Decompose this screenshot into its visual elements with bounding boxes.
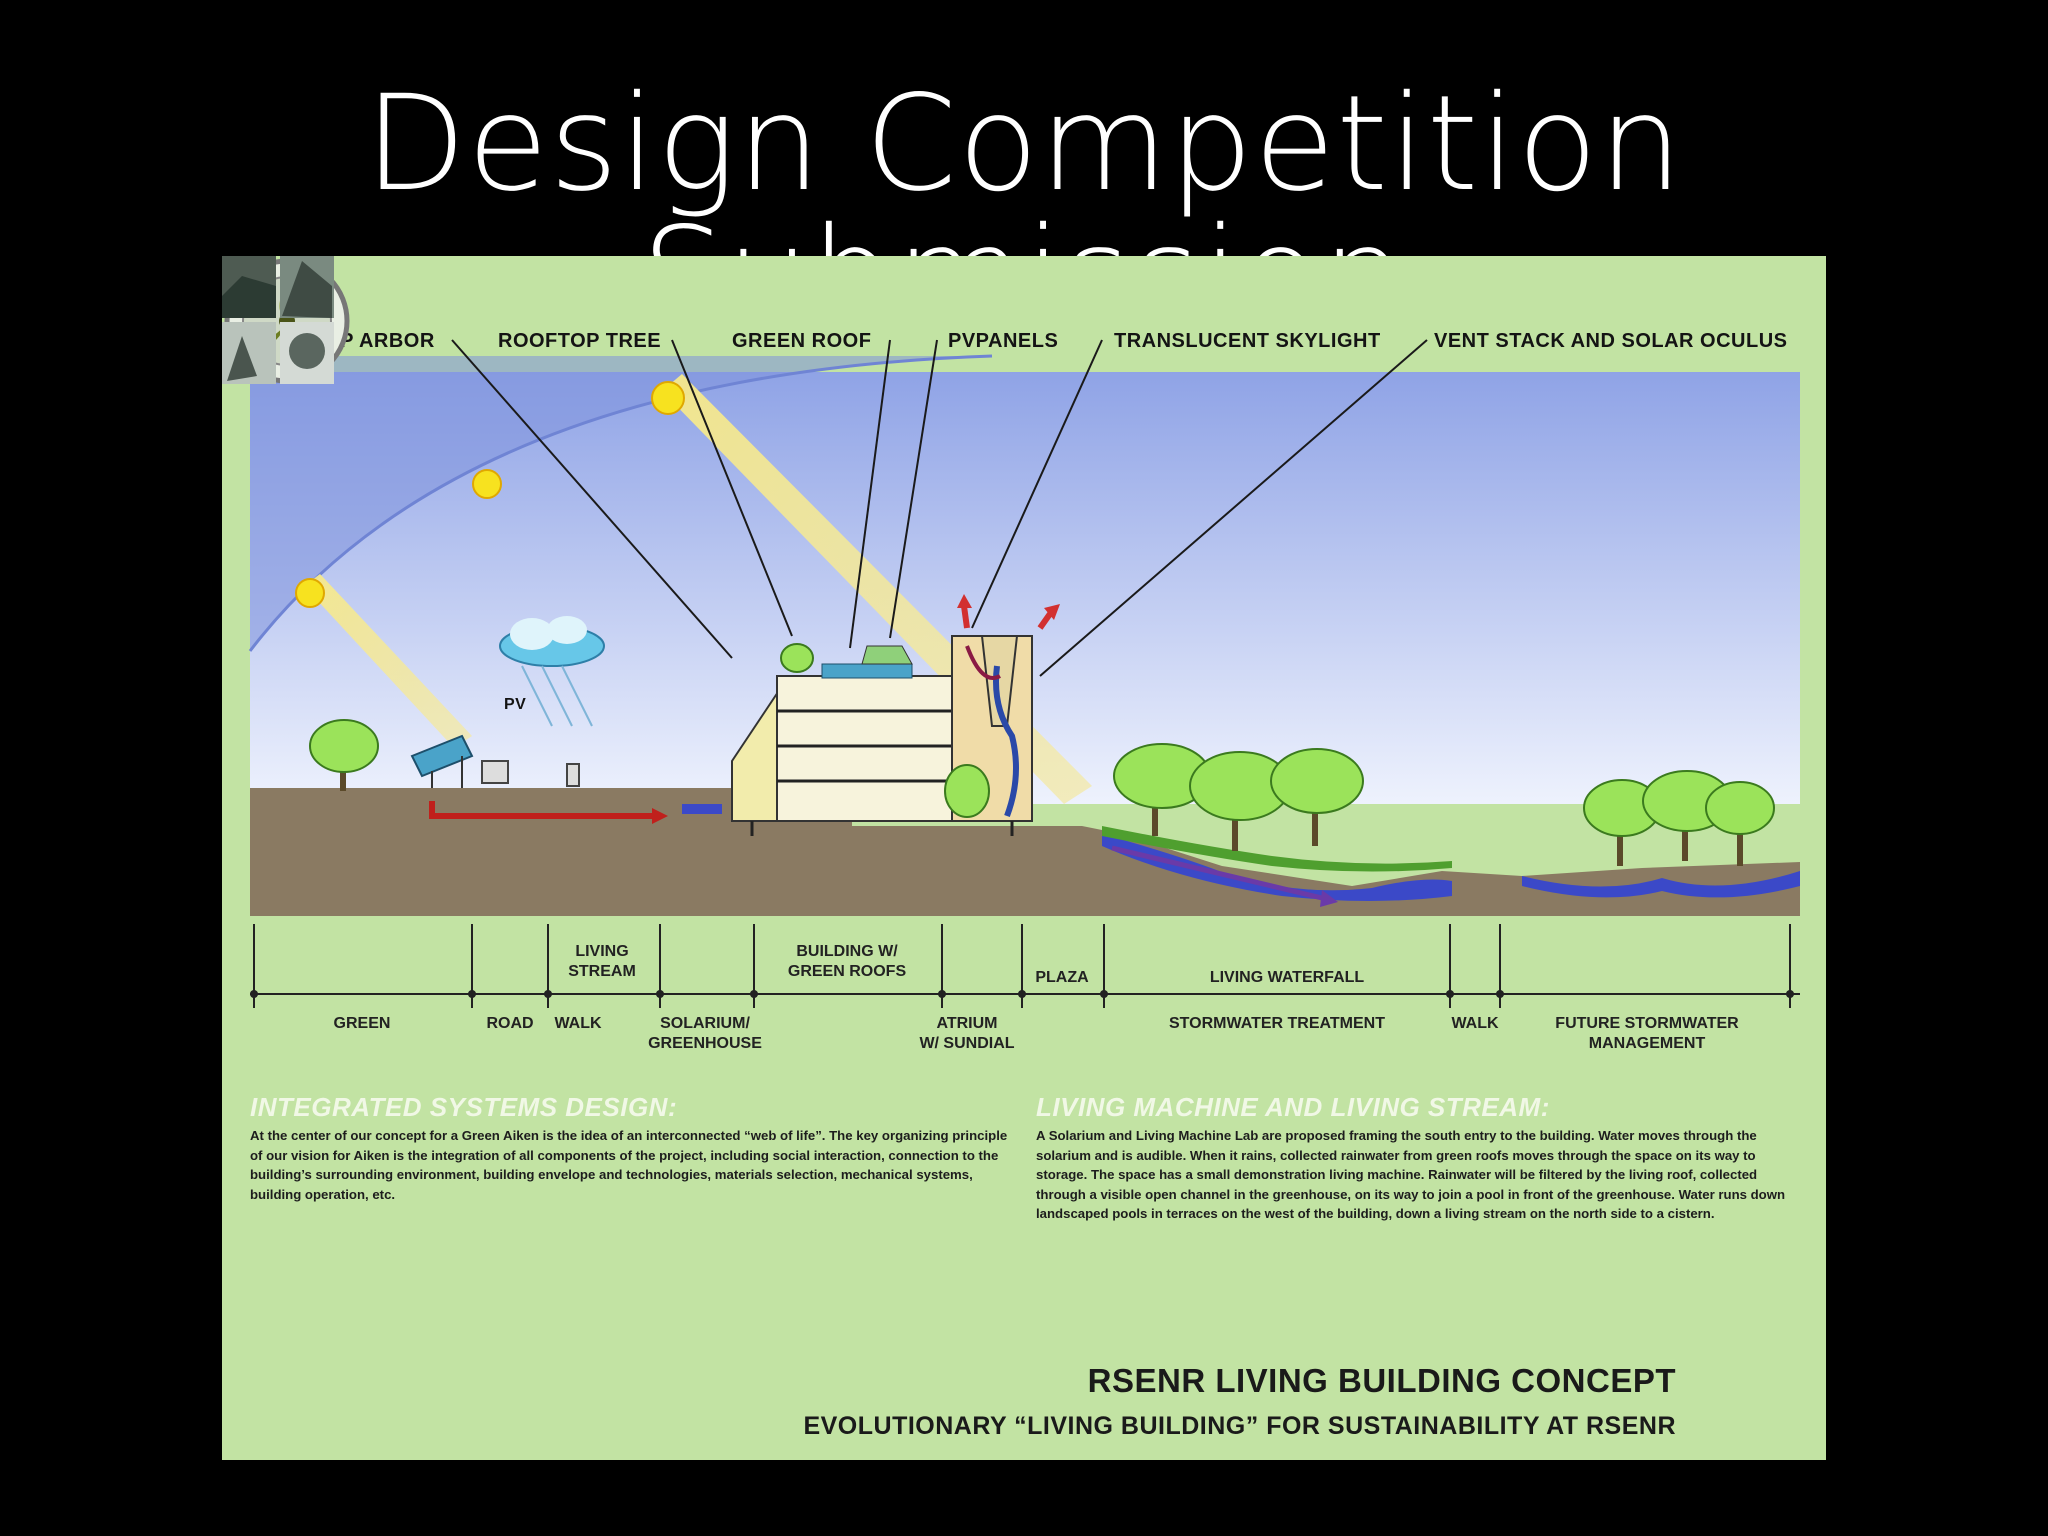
zone-living-waterfall: LIVING WATERFALL <box>1152 968 1422 988</box>
zone-plaza: PLAZA <box>1022 968 1102 988</box>
integrated-systems-body: At the center of our concept for a Green… <box>250 1126 1010 1204</box>
zone-road: ROAD <box>472 1014 548 1034</box>
road-structure <box>482 761 508 783</box>
footer-title: RSENR LIVING BUILDING CONCEPT <box>1088 1362 1676 1400</box>
zone-walk-2: WALK <box>1450 1014 1500 1034</box>
zone-building-green-roofs: BUILDING W/ GREEN ROOFS <box>762 942 932 982</box>
zone-living-stream: LIVING STREAM <box>552 942 652 982</box>
photo-collage <box>222 256 334 384</box>
sun <box>652 382 684 414</box>
callout-vent-stack: VENT STACK AND SOLAR OCULUS <box>1434 330 1788 353</box>
living-machine-heading: LIVING MACHINE AND LIVING STREAM: <box>1036 1092 1550 1123</box>
footer-subtitle: EVOLUTIONARY “LIVING BUILDING” FOR SUSTA… <box>803 1412 1676 1441</box>
callout-green-roof: GREEN ROOF <box>732 330 871 353</box>
zone-walk: WALK <box>548 1014 608 1034</box>
solarium-pool <box>682 804 722 814</box>
integrated-systems-heading: INTEGRATED SYSTEMS DESIGN: <box>250 1092 677 1123</box>
tree-group-stormwater <box>1114 744 1363 851</box>
tree-group-future <box>1584 771 1774 866</box>
callout-rooftop-tree: ROOFTOP TREE <box>498 330 661 353</box>
callout-translucent-skylight: TRANSLUCENT SKYLIGHT <box>1114 330 1381 353</box>
callout-pv-panels: PVPANELS <box>948 330 1058 353</box>
living-machine-body: A Solarium and Living Machine Lab are pr… <box>1036 1126 1796 1224</box>
sun <box>296 579 324 607</box>
sun <box>473 470 501 498</box>
zone-atrium-sundial: ATRIUM W/ SUNDIAL <box>902 1014 1032 1054</box>
zone-future-stormwater: FUTURE STORMWATER MANAGEMENT <box>1522 1014 1772 1054</box>
zone-stormwater-treatment: STORMWATER TREATMENT <box>1122 1014 1432 1034</box>
zone-green: GREEN <box>282 1014 442 1034</box>
road-structure <box>567 764 579 786</box>
zone-solarium-greenhouse: SOLARIUM/ GREENHOUSE <box>630 1014 780 1054</box>
competition-poster: ROOFTOP ARBOR ROOFTOP TREE GREEN ROOF PV… <box>222 256 1826 1460</box>
pv-label: PV <box>504 696 526 714</box>
section-diagram <box>222 256 1826 1460</box>
